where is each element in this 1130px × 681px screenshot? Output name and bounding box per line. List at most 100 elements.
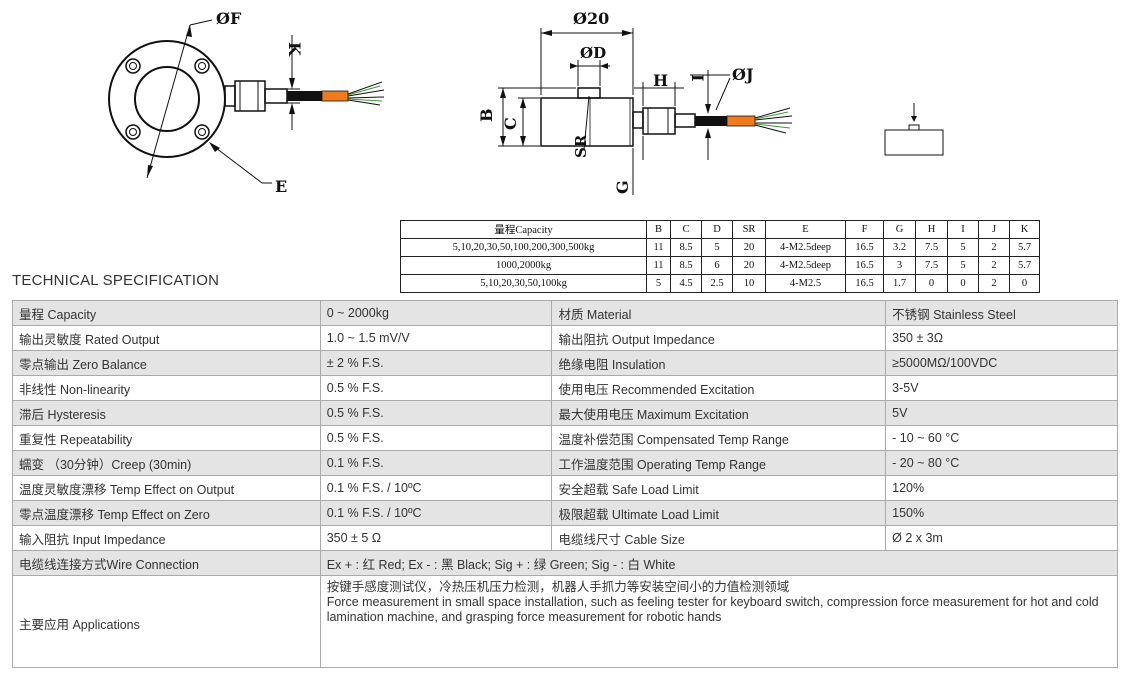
dimension-cell: 5 — [947, 238, 979, 257]
spec-label: 材质 Material — [551, 300, 887, 326]
label-h: H — [653, 71, 668, 90]
load-direction-view — [884, 103, 944, 156]
dimension-cell: 5 — [701, 238, 733, 257]
applications-label: 主要应用 Applications — [12, 575, 321, 668]
label-sr: SR — [572, 134, 590, 158]
side-view — [498, 28, 793, 195]
label-f: ØF — [216, 9, 242, 28]
label-g: G — [613, 180, 632, 194]
dimension-cell: 5.7 — [1009, 238, 1040, 257]
dimension-header-cell: H — [915, 220, 948, 239]
dimension-cell: 16.5 — [845, 238, 884, 257]
spec-value: 0.5 % F.S. — [319, 375, 553, 401]
spec-label: 输出阻抗 Output Impedance — [551, 325, 887, 351]
spec-value: ≥5000MΩ/100VDC — [885, 350, 1118, 376]
dimension-header-cell: F — [845, 220, 884, 239]
applications-text-cn: 按键手感度测试仪，冷热压机压力检测，机器人手抓力等安装空间小的力值检测领域 — [326, 580, 790, 594]
dimension-cell: 20 — [732, 256, 766, 275]
spec-value: 150% — [885, 500, 1118, 526]
dimension-cell: 1000,2000kg — [400, 256, 647, 275]
spec-value: 0.1 % F.S. — [319, 450, 553, 476]
label-d: ØD — [580, 44, 606, 62]
spec-value: - 20 ~ 80 °C — [885, 450, 1118, 476]
spec-value: 0.1 % F.S. / 10ºC — [319, 500, 553, 526]
dimension-header-cell: 量程Capacity — [400, 220, 647, 239]
spec-value: 不锈钢 Stainless Steel — [885, 300, 1118, 326]
dimension-header-cell: K — [1009, 220, 1040, 239]
dimension-cell: 8.5 — [670, 256, 702, 275]
dimension-header-cell: E — [765, 220, 846, 239]
spec-value: ± 2 % F.S. — [319, 350, 553, 376]
bolt-hole — [125, 58, 141, 74]
spec-value: 0.5 % F.S. — [319, 400, 553, 426]
spec-value: 0 ~ 2000kg — [319, 300, 553, 326]
spec-label: 零点输出 Zero Balance — [12, 350, 321, 376]
dimension-cell: 0 — [947, 274, 979, 293]
bolt-hole-inner — [129, 128, 137, 136]
label-j: ØJ — [732, 65, 754, 84]
bolt-hole-inner — [198, 62, 206, 70]
applications-text-en: Force measurement in small space install… — [326, 595, 1099, 624]
cable-orange — [321, 90, 349, 102]
diameter-line — [146, 24, 191, 179]
dimension-cell: 6 — [701, 256, 733, 275]
dimension-cell: 2 — [978, 238, 1010, 257]
dimension-cell: 16.5 — [845, 274, 884, 293]
spec-label: 电缆线尺寸 Cable Size — [551, 525, 887, 551]
spec-label: 极限超载 Ultimate Load Limit — [551, 500, 887, 526]
bolt-hole-inner — [198, 128, 206, 136]
spec-label: 使用电压 Recommended Excitation — [551, 375, 887, 401]
dimension-cell: 3.2 — [883, 238, 916, 257]
spec-row: 蠕变 （30分钟）Creep (30min)0.1 % F.S.工作温度范围 O… — [12, 450, 1118, 476]
drawing-canvas: ØF K E — [108, 9, 944, 196]
bolt-hole-inner — [129, 62, 137, 70]
dimension-header-cell: I — [947, 220, 979, 239]
cable-black — [287, 91, 322, 101]
dimension-cell: 7.5 — [915, 256, 948, 275]
dimension-cell: 4.5 — [670, 274, 702, 293]
technical-drawings: ØF K E — [0, 0, 1130, 215]
spec-value: 120% — [885, 475, 1118, 501]
dimension-cell: 2.5 — [701, 274, 733, 293]
dimension-cell: 1.7 — [883, 274, 916, 293]
dimension-cell: 2 — [978, 256, 1010, 275]
dimension-header-cell: SR — [732, 220, 766, 239]
dimension-cell: 11 — [646, 256, 671, 275]
spec-value: 350 ± 5 Ω — [319, 525, 553, 551]
bolt-hole — [194, 58, 210, 74]
dimension-cell: 3 — [883, 256, 916, 275]
label-i: I — [688, 74, 707, 81]
spec-label: 工作温度范围 Operating Temp Range — [551, 450, 887, 476]
spec-label: 蠕变 （30分钟）Creep (30min) — [12, 450, 321, 476]
dimension-cell: 2 — [978, 274, 1010, 293]
dimension-cell: 0 — [915, 274, 948, 293]
dimension-cell: 11 — [646, 238, 671, 257]
dimension-cell: 16.5 — [845, 256, 884, 275]
wire-connection-value: Ex + : 红 Red; Ex - : 黑 Black; Sig + : 绿 … — [319, 550, 1119, 576]
dimension-cell: 5 — [646, 274, 671, 293]
wire-connection-label: 电缆线连接方式Wire Connection — [12, 550, 321, 576]
label-k: K — [285, 42, 304, 57]
label-20: Ø20 — [573, 9, 609, 28]
dimension-cell: 4-M2.5deep — [765, 256, 846, 275]
outer-flange-circle — [108, 40, 226, 158]
dimension-header-cell: G — [883, 220, 916, 239]
spec-label: 温度补偿范围 Compensated Temp Range — [551, 425, 887, 451]
dimension-cell: 5.7 — [1009, 256, 1040, 275]
bolt-hole — [194, 124, 210, 140]
dimension-cell: 5 — [947, 256, 979, 275]
spec-label: 量程 Capacity — [12, 300, 321, 326]
